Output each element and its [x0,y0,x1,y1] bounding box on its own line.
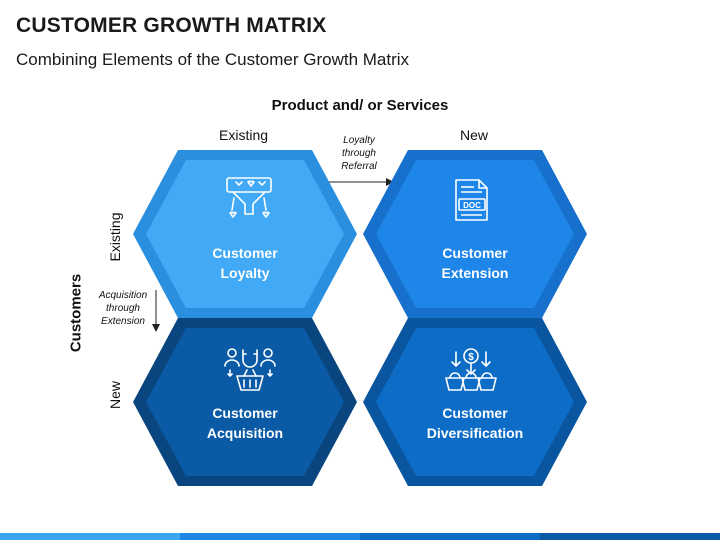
document-icon: DOC [455,179,488,221]
note-acquisition-extension: Acquisition through Extension [98,290,148,327]
bar-segment [540,533,720,540]
magnet-acquisition-icon [224,348,276,391]
hex-customer-loyalty [133,150,357,318]
bar-segment [180,533,360,540]
hex-customer-extension [363,150,587,318]
svg-text:DOC: DOC [463,201,481,210]
top-axis-title: Product and/ or Services [271,97,449,114]
loyalty-funnel-icon [226,177,272,218]
page-subtitle: Combining Elements of the Customer Growt… [16,50,410,69]
page-title: CUSTOMER GROWTH MATRIX [16,14,327,37]
top-axis-new: New [460,127,489,143]
bar-segment [360,533,540,540]
note-loyalty-referral: Loyalty through Referral [341,135,377,172]
hex-customer-acquisition [133,318,357,486]
bottom-color-bar [0,533,720,540]
bar-segment [0,533,180,540]
hex-customer-diversification [363,318,587,486]
basket-diversification-icon: $ [445,348,497,391]
svg-text:$: $ [468,352,474,363]
top-axis-existing: Existing [219,127,269,143]
